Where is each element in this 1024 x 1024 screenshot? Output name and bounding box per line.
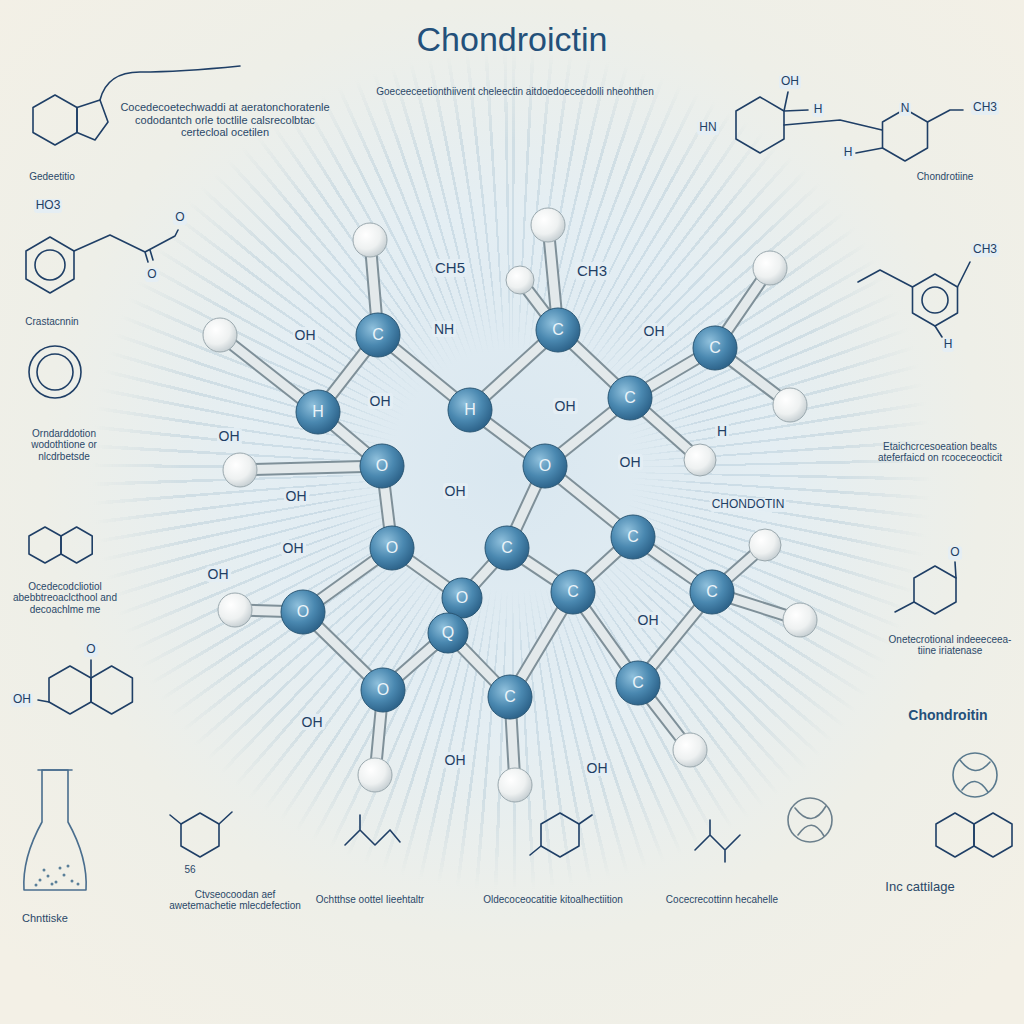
atom-label: OH xyxy=(284,488,309,504)
atom-symbol: O xyxy=(376,457,388,475)
atom-symbol: C xyxy=(706,583,718,601)
atom-symbol: C xyxy=(501,539,513,557)
atom-label: H xyxy=(812,103,825,117)
atom-label: CH3 xyxy=(971,243,999,257)
annotation-text: Onetecrotional indeeeceea-tiine iriatena… xyxy=(881,634,1019,657)
atom-symbol: C xyxy=(709,339,721,357)
atom-symbol: H xyxy=(312,403,324,421)
atom-symbol: O xyxy=(297,603,309,621)
atom-label: H xyxy=(715,423,729,439)
annotation-text: Ochtthse oottel Iieehtaltr xyxy=(316,894,424,906)
atom-symbol: C xyxy=(627,528,639,546)
atom-label: N xyxy=(899,102,912,116)
atom-label: OH xyxy=(553,398,578,414)
atom-symbol: C xyxy=(624,389,636,407)
atom-label: O xyxy=(84,643,97,657)
title: Chondroictin xyxy=(417,20,608,59)
atom-label: CH5 xyxy=(433,259,467,276)
annotation-text: Orndarddotion wodothtione or nlcdrbetsde xyxy=(5,428,123,463)
atom-symbol: C xyxy=(504,688,516,706)
atom-label: O xyxy=(948,546,961,560)
annotation-text: Gedeetitio xyxy=(29,171,75,183)
atom-label: HO3 xyxy=(34,199,63,213)
atom-label: OH xyxy=(636,612,661,628)
annotation-text: Inc cattilage xyxy=(885,880,954,895)
atom-symbol: O xyxy=(377,681,389,699)
atom-symbol: C xyxy=(552,321,564,339)
atom-label: OH xyxy=(368,393,393,409)
atom-label: O xyxy=(173,211,186,225)
atom-label: CH3 xyxy=(575,262,609,279)
atom-label: OH xyxy=(11,693,33,707)
annotation-text: Goeceeceetionthiivent cheleectin aitdoed… xyxy=(376,86,653,98)
annotation-text: Etaichcrcesoeation bealts ateferfaicd on… xyxy=(863,441,1018,464)
atom-symbol: C xyxy=(632,674,644,692)
annotation-text: 56 xyxy=(184,864,195,876)
atom-symbol: C xyxy=(567,583,579,601)
annotation-text: Cocedecoetechwaddi at aeratonchoratenle … xyxy=(115,101,335,139)
atom-symbol: O xyxy=(456,589,468,607)
atom-label: OH xyxy=(642,323,667,339)
atom-label: HN xyxy=(697,121,718,135)
annotation-text: Chondrotiine xyxy=(917,171,974,183)
annotation-text: Chnttiske xyxy=(22,912,68,925)
atom-label: OH xyxy=(779,75,801,89)
atom-label: OH xyxy=(443,752,468,768)
atom-symbol: Q xyxy=(442,624,454,642)
atom-label: OH xyxy=(300,714,325,730)
atom-label: OH xyxy=(618,454,643,470)
atom-symbol: C xyxy=(372,326,384,344)
annotation-text: Crastacnnin xyxy=(25,316,78,328)
atom-symbol: H xyxy=(464,401,476,419)
atom-label: OH xyxy=(206,566,231,582)
atom-symbol: O xyxy=(539,457,551,475)
atom-label: H xyxy=(942,338,955,352)
atom-label: OH xyxy=(443,483,468,499)
atom-label: H xyxy=(842,146,855,160)
compound-name: Chondroitin xyxy=(908,707,987,723)
atom-label: OH xyxy=(281,540,306,556)
atom-label: O xyxy=(145,268,158,282)
atom-label: OH xyxy=(293,327,318,343)
annotation-text: Oldecoceocatitie kitoalhectiition xyxy=(483,894,623,906)
atom-symbol: O xyxy=(386,539,398,557)
annotation-text: Cocecrecottinn hecahelle xyxy=(666,894,778,906)
annotation-text: Ctvseocoodan aef awetemachetie mlecdefec… xyxy=(163,889,308,912)
atom-label: CH3 xyxy=(971,101,999,115)
atom-label: OH xyxy=(585,760,610,776)
atom-label: OH xyxy=(217,428,242,444)
atom-label: CHONDOTIN xyxy=(710,498,787,512)
annotation-text: Ocedecodcliotiol abebbtreoaclcthool and … xyxy=(4,581,126,616)
atom-label: NH xyxy=(432,321,456,337)
